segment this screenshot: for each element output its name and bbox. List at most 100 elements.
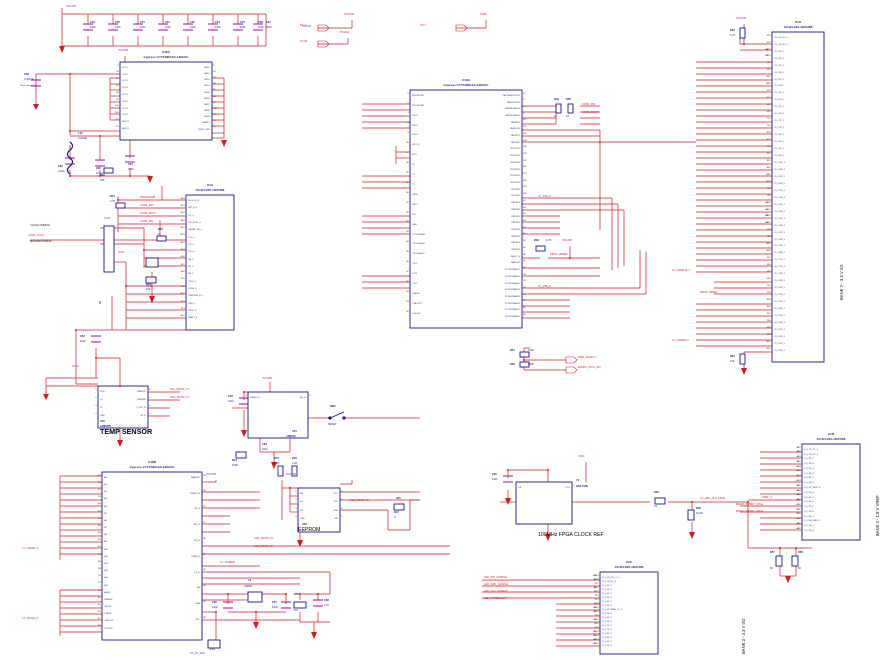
pin-name-u18a: T1 [412,174,415,177]
net-label: PWR_DETECT [578,356,596,359]
comp-val-r44: 100K [232,464,239,467]
pin-number-u18a: 88 [523,313,526,316]
comp-val-r55: 33 [654,505,657,508]
pin-number-u18a: 56 [406,310,409,313]
pin-name-u1b: IO_L9N_4 [804,530,814,533]
pin-number-u1h: U20 [766,278,771,281]
pin-number-u1h: Y20 [766,236,771,239]
pin-name-u1a: PROG_B_0 [188,199,200,202]
comp-ref-r45: R45 [274,457,279,460]
net-label: LED_GRN_SAMPLE [484,583,509,586]
pin-number-u18a: 63 [523,226,526,229]
pin-name-u18a: RXD1 [412,203,418,206]
pin-name-u1c: IO_L3P_3 [602,592,612,595]
comp-val-c64: 100n [262,448,268,451]
pin-name-u18a: RDY1/SLWR [412,104,425,107]
pin-name-u1c: IO_L7P_3 [602,624,612,627]
pin-name-u18c: VCC2 [122,73,128,76]
pin-number-u18b: D3 [97,510,101,513]
pin-name-u1h: IO_L10N_3 [774,168,785,171]
pin-name-u18b: A4 [104,505,107,508]
pin-name-u1h: IO_L7P_3 [774,120,784,123]
pin-name-u18a: PC7/GPIFADR7 [504,269,520,272]
pin-number-u1b: AE4 [796,460,801,463]
pin-number-u18a: 47 [406,271,409,274]
pin-number-u18c: 12 [116,119,119,121]
power-net: 3V3D [72,365,79,368]
pin-name-u1b: IO_L9P_4 [804,525,814,528]
pin-number-u18c: 41 [116,78,119,81]
pin-name-u18a: PA7/FLAGD/SLCS [502,94,520,97]
pin-number-u1c: Y18 [594,594,599,597]
pin-name-u1c: IO_L2N_3 [602,588,612,591]
pin-number-u1h: V21 [766,90,771,93]
comp-val-r56: 10.2K [696,512,703,515]
comp-val-r54: 10K [730,360,735,363]
pin-name-u18a: PD0/FD8 [511,195,520,198]
net-label: SCL_PROM_CY [170,388,190,391]
pin-name-u1h: IO_L20P_3 [774,301,785,304]
pin-number-u18a: 28 [406,142,409,145]
pin-name-u1h: IO_L14P_3 [774,217,785,220]
pin-name-u18a: PB1/FD1 [511,242,520,245]
pin-name-u18a: CTL1/FLAGB [412,243,425,246]
pin-number-u1a: G13 [180,204,185,207]
comp-ref-r43: R43 [146,283,151,286]
pin-name-u1a: INIT_B_0 [188,207,197,210]
flag-net-pc4: PC.4 [300,24,306,27]
net-label: SDA_PROM_CY [254,537,274,540]
pin-number-u18a: 64 [523,220,526,222]
pin-name-u1b: IO_L5N_4 [804,491,814,494]
pin-number-u18a: 9 [523,99,525,102]
pin-name-u1h: IO_L5P_3 [774,92,784,95]
net-label: SCL_PROM_CY [254,545,274,548]
pin-name-u18c: VCC6 [122,100,128,103]
comp-ref-c68: C68 [324,599,329,602]
pin-number-u1h: V19 [766,257,771,260]
pin-number-u18b: E3 [97,524,101,527]
power-net: 3V3USB [344,13,354,16]
pin-number-u18b: G3 [97,553,101,556]
pin-number-u18b: 52 [203,506,206,509]
pin-name-u22: VCC [333,492,338,495]
comp-val-r57: 50 [770,567,773,570]
pin-number-u18a: 45 [406,251,409,254]
pin-name-u1h: IO_L5N_3 [774,99,784,102]
pin-number-u1c: AB15 [593,610,599,613]
pin-name-u22: A2 [300,509,303,512]
pin-name-u18b: A0 [104,476,107,479]
pin-name-u1h: IO_L4P_3 [774,78,784,81]
pin-number-u1a: V16 [180,285,185,288]
pin-name-u18a: RDY4 [412,134,418,137]
cap-val: 100n [115,26,121,29]
comp-ref-c59: C59 [58,165,63,168]
pin-name-u18a: PC3/GPIFADR3 [504,295,520,298]
pin-number-u18a: 31 [406,171,409,174]
pin-number-u18b: F1 [98,618,101,621]
pin-name-u18c: GND1 [204,66,210,69]
comp-ref-r56: R56 [696,507,701,510]
pin-name-u1b: IO_L7N_4 [804,510,814,513]
pin-name-u1h: IO_L9P_3 [774,148,784,151]
pin-name-u20: D+ [100,398,103,401]
pin-number-u1c: Y17 [594,582,599,585]
comp-val-c67: 15pF [272,606,278,609]
comp-ref-jp3: JP3 [396,497,401,500]
net-label: CONF_DIN [140,220,154,223]
pin-name-u18a: PD3/FD11 [510,175,520,178]
pin-number-u1h: Y19 [766,229,771,232]
pin-number-u18a: 61 [523,240,526,243]
pin-number-u1a: H16 [180,271,185,274]
pin-name-u22: SDA [333,509,338,512]
pin-number-u18a: 46 [406,261,409,264]
pin-name-u1c: IO_L8P_3 [602,632,612,635]
pin-number-u18a: 44 [406,241,409,244]
pin-number-u1c: W15 [594,622,599,625]
pin-number-u1a: H15 [180,315,185,318]
pin-name-u18c: AVCC2 [122,128,129,130]
comp-note-c58: Place near pin 12 [20,85,37,87]
pin-number-u18b: F2 [98,625,101,628]
pin-number-u1c: W17 [594,590,599,593]
pin-number-u18b: 51 [203,522,206,524]
pin-name-u20: OS_N [140,414,146,417]
